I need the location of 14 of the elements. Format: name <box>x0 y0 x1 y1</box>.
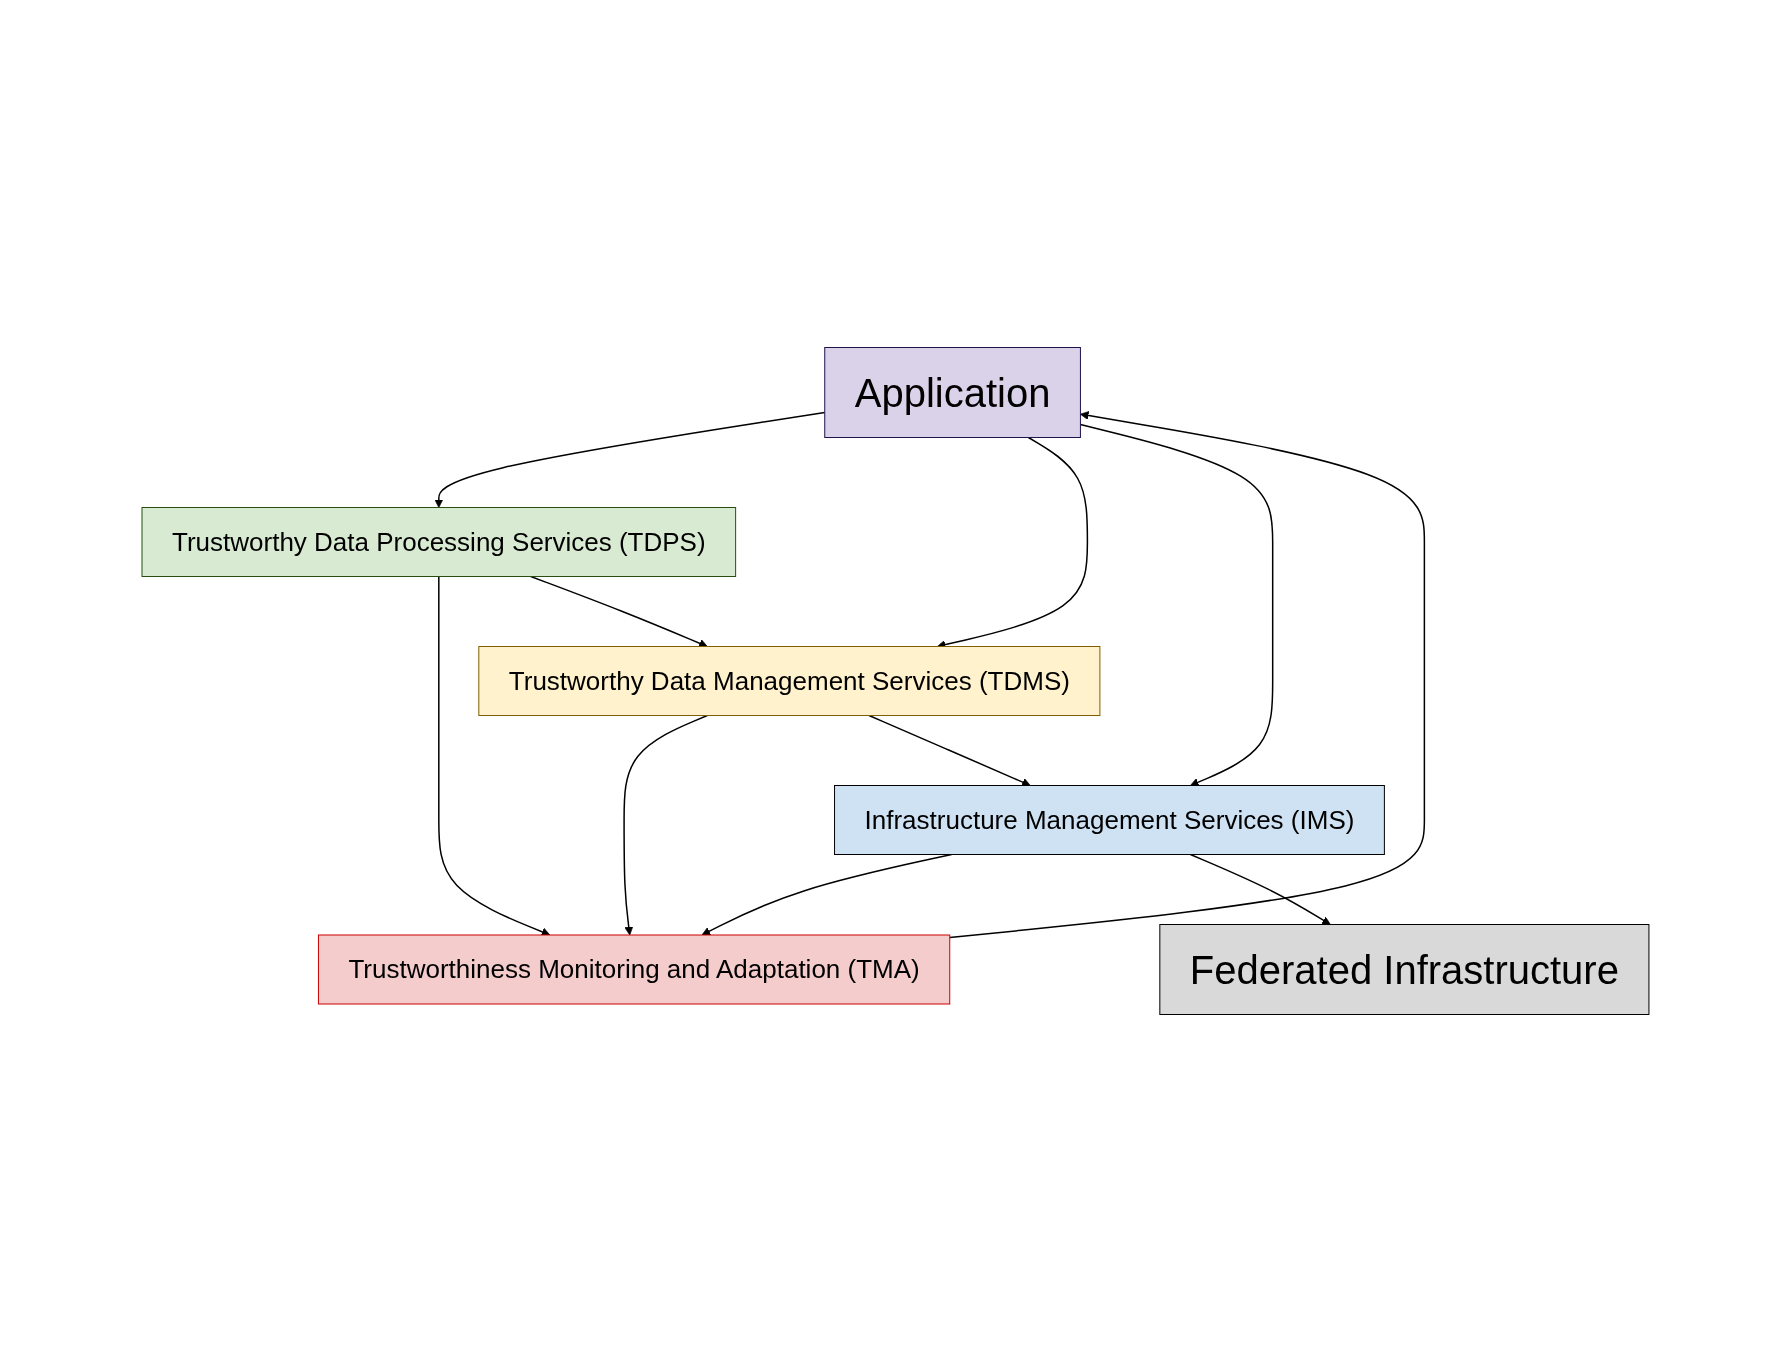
arrow <box>1079 423 1273 786</box>
arrow <box>867 714 1031 786</box>
arrow <box>622 714 708 935</box>
arrow <box>1189 853 1331 925</box>
node-box: Infrastructure Management Services (IMS) <box>833 784 1385 855</box>
arrow <box>529 575 708 647</box>
node-box: Federated Infrastructure <box>1158 923 1649 1015</box>
node-box: Trustworthy Data Processing Services (TDPS) <box>141 506 736 577</box>
arrow <box>433 411 825 508</box>
node-box: Trustworthiness Monitoring and Adaptation (TMA) <box>317 934 950 1004</box>
arrow <box>437 575 550 936</box>
node-box: Trustworthy Data Management Services (TDMS) <box>477 645 1100 716</box>
arrow <box>948 410 1425 938</box>
node-box: Application <box>823 346 1081 438</box>
